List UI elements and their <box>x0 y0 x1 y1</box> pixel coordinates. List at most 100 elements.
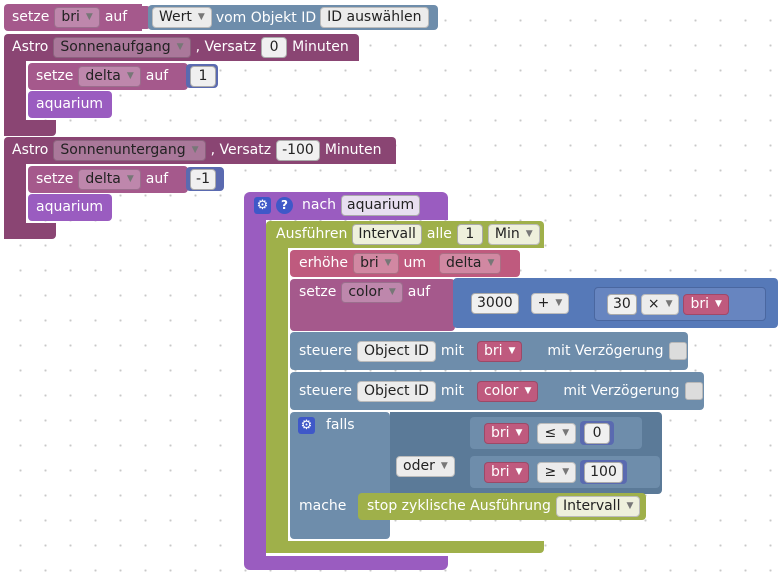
setze-label: setze <box>36 68 74 84</box>
astro-sunset-row: Astro Sonnenuntergang▼ , Versatz -100 Mi… <box>12 138 382 162</box>
steuere-label: steuere <box>299 383 352 399</box>
id-select-button[interactable]: ID auswählen <box>320 7 429 28</box>
offset-field-sunrise[interactable]: 0 <box>261 36 288 58</box>
number-field-30[interactable]: 30 <box>607 293 637 315</box>
or-row: oder▼ <box>396 454 455 478</box>
increment-row: erhöhe bri▼ um delta▼ <box>299 251 502 275</box>
auf-label: auf <box>145 171 169 187</box>
number-block-0[interactable]: 0 <box>580 421 615 445</box>
get-value-block[interactable]: Wert▼ vom Objekt ID ID auswählen <box>148 5 438 30</box>
astro-sunset-block[interactable] <box>4 137 396 164</box>
erhoehe-label: erhöhe <box>299 255 349 271</box>
var-dropdown-bri[interactable]: bri▼ <box>54 6 100 28</box>
var-dropdown-bri[interactable]: bri▼ <box>484 461 530 483</box>
mache-label: mache <box>299 498 347 514</box>
um-label: um <box>403 255 427 271</box>
set-delta-block-2[interactable] <box>28 166 188 193</box>
set-color-row: setze color▼ auf <box>299 280 430 304</box>
interval-unit-dropdown[interactable]: Min▼ <box>487 223 540 245</box>
number-block-1[interactable]: 1 <box>186 64 218 88</box>
minuten-label: Minuten <box>292 39 349 55</box>
var-dropdown-delta[interactable]: delta▼ <box>78 168 141 190</box>
setze-label: setze <box>299 284 337 300</box>
offset-field-sunset[interactable]: -100 <box>276 139 320 161</box>
ausfuehren-label: Ausführen <box>276 226 348 242</box>
set-delta-row-2: setze delta▼ auf <box>36 167 168 191</box>
astro-label: Astro <box>12 142 49 158</box>
set-bri-row: setze bri▼ auf <box>12 5 127 29</box>
mache-row: mache <box>299 494 346 518</box>
mit-label: mit <box>440 383 464 399</box>
number-block-2[interactable]: -1 <box>186 167 224 191</box>
set-delta-row-1: setze delta▼ auf <box>36 64 168 88</box>
operator-dropdown-multiply[interactable]: ×▼ <box>640 293 680 315</box>
mit-label: mit <box>440 343 464 359</box>
stop-interval-dropdown[interactable]: Intervall▼ <box>555 495 641 517</box>
set-delta-block-1[interactable] <box>28 63 188 90</box>
math-multiply-block[interactable]: 30 ×▼ bri▼ <box>594 287 766 321</box>
interval-count-field[interactable]: 1 <box>456 223 483 245</box>
stop-label: stop zyklische Ausführung <box>367 498 551 514</box>
vom-objekt-label: vom Objekt ID <box>215 9 317 26</box>
call-name: aquarium <box>36 199 104 215</box>
number-block-100[interactable]: 100 <box>580 460 627 484</box>
control-row-2: steuere Object ID mit color▼ mit Verzöge… <box>299 379 703 403</box>
var-dropdown-bri[interactable]: bri▼ <box>476 340 523 362</box>
astro-label: Astro <box>12 39 49 55</box>
value-attr-dropdown[interactable]: Wert▼ <box>152 7 212 28</box>
astro-sunrise-block[interactable] <box>4 34 359 61</box>
versatz-label: , Versatz <box>210 142 272 158</box>
var-dropdown-bri[interactable]: bri▼ <box>683 293 729 315</box>
object-id-field[interactable]: Object ID <box>356 340 436 362</box>
number-field-3000[interactable]: 3000 <box>471 292 519 314</box>
minuten-label: Minuten <box>324 142 382 158</box>
sunrise-event-dropdown[interactable]: Sonnenaufgang▼ <box>53 36 191 58</box>
compare-block-1[interactable]: bri▼ ≤▼ 0 <box>470 417 642 449</box>
gear-icon[interactable]: ⚙ <box>254 196 271 214</box>
number-field-0[interactable]: 0 <box>584 422 611 444</box>
setze-label: setze <box>12 9 50 25</box>
sunset-event-dropdown[interactable]: Sonnenuntergang▼ <box>53 139 206 161</box>
steuere-label: steuere <box>299 343 352 359</box>
stop-row: stop zyklische Ausführung Intervall▼ <box>367 494 641 518</box>
var-dropdown-color[interactable]: color▼ <box>341 281 403 303</box>
increment-block[interactable] <box>290 250 520 277</box>
compare-op-dropdown-le[interactable]: ≤▼ <box>537 422 577 444</box>
auf-label: auf <box>104 9 128 25</box>
nach-label: nach <box>302 197 337 213</box>
number-field-100[interactable]: 100 <box>584 461 623 483</box>
interval-row: Ausführen Intervall alle 1 Min▼ <box>276 222 540 246</box>
compare-block-2[interactable]: bri▼ ≥▼ 100 <box>470 456 660 488</box>
interval-name-field[interactable]: Intervall <box>352 223 422 245</box>
delay-checkbox-1[interactable] <box>668 342 687 360</box>
var-dropdown-delta[interactable]: delta▼ <box>78 65 141 87</box>
compare-op-dropdown-ge[interactable]: ≥▼ <box>537 461 577 483</box>
auf-label: auf <box>407 284 431 300</box>
logic-op-dropdown[interactable]: oder▼ <box>396 455 455 477</box>
number-field-1[interactable]: 1 <box>190 65 216 87</box>
set-bri-block[interactable] <box>4 4 142 31</box>
control-row-1: steuere Object ID mit bri▼ mit Verzögeru… <box>299 339 687 363</box>
var-dropdown-bri[interactable]: bri▼ <box>353 252 399 274</box>
delay-label: mit Verzögerung <box>563 383 680 399</box>
if-row: ⚙ falls <box>298 413 355 437</box>
function-name-field[interactable]: aquarium <box>341 194 421 216</box>
help-icon[interactable]: ? <box>276 196 293 214</box>
operator-dropdown-plus[interactable]: +▼ <box>530 292 570 314</box>
alle-label: alle <box>426 226 452 242</box>
astro-sunrise-row: Astro Sonnenaufgang▼ , Versatz 0 Minuten <box>12 35 349 59</box>
number-field-2[interactable]: -1 <box>190 168 216 190</box>
delay-checkbox-2[interactable] <box>684 382 703 400</box>
call-aquarium-2[interactable] <box>28 194 112 221</box>
call-aquarium-row-1: aquarium <box>36 92 103 116</box>
gear-icon[interactable]: ⚙ <box>298 416 315 434</box>
object-id-field[interactable]: Object ID <box>356 380 436 402</box>
set-color-block[interactable] <box>290 279 455 331</box>
var-dropdown-bri[interactable]: bri▼ <box>484 422 530 444</box>
call-aquarium-row-2: aquarium <box>36 195 103 219</box>
call-aquarium-1[interactable] <box>28 91 112 118</box>
versatz-label: , Versatz <box>195 39 257 55</box>
var-dropdown-color[interactable]: color▼ <box>476 380 539 402</box>
var-dropdown-delta[interactable]: delta▼ <box>439 252 502 274</box>
call-name: aquarium <box>36 96 104 112</box>
